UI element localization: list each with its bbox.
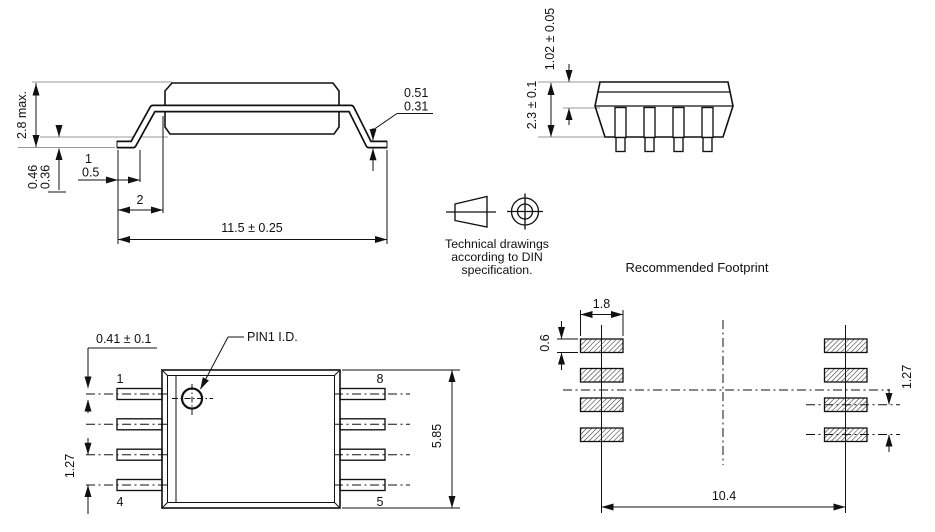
- footprint-pads: [579, 338, 868, 443]
- dim-label-standoff-min: 0.36: [39, 165, 53, 189]
- dim-label-foot-max: 1: [85, 152, 92, 166]
- dim-label-body-height: 2.3 ± 0.1: [525, 81, 539, 130]
- dim-pad-width: 1.8: [580, 297, 624, 336]
- dim-lead-width: 0.41 ± 0.1: [84, 332, 157, 413]
- top-view-pin-centerlines: [86, 393, 410, 486]
- pad-right-2: [823, 367, 868, 383]
- pin1-indicator: PIN1 I.D.: [172, 330, 298, 417]
- din-note-line3: specification.: [461, 263, 532, 277]
- dim-label-foot-min: 0.5: [82, 166, 99, 180]
- top-view: PIN1 I.D. 1 4 8 5 0.41 ± 0.1 1.27 5.85: [63, 330, 460, 514]
- pad-right-1: [823, 338, 868, 354]
- dim-standoff: 0.46 0.36: [26, 125, 66, 193]
- pin1-id-circle: [180, 387, 204, 410]
- dim-label-top-to-lead: 1.02 ± 0.05: [543, 8, 557, 71]
- dim-package-height: 2.8 max.: [15, 83, 40, 147]
- dim-pad-height: 0.6: [538, 321, 578, 370]
- dim-label-body-width: 5.85: [430, 424, 444, 448]
- dim-body-height: 2.3 ± 0.1: [525, 81, 555, 137]
- dim-label-package-height: 2.8 max.: [15, 91, 29, 139]
- dim-overall-length: 11.5 ± 0.25: [118, 221, 387, 243]
- dim-label-pad-pitch: 1.27: [900, 365, 914, 389]
- din-note: Technical drawings according to DIN spec…: [445, 237, 549, 277]
- din-note-line1: Technical drawings: [445, 237, 549, 251]
- dim-label-lead-thickness-max: 0.51: [404, 86, 428, 100]
- pin-number-5: 5: [377, 495, 384, 509]
- footprint-centerlines: [563, 320, 900, 513]
- projection-symbol: [446, 193, 543, 230]
- dim-pad-pitch: 1.27: [885, 365, 914, 452]
- footprint-title: Recommended Footprint: [625, 260, 768, 275]
- pad-left-2: [579, 367, 624, 383]
- pin-number-4: 4: [117, 495, 124, 509]
- dim-top-to-lead: 1.02 ± 0.05: [543, 8, 573, 125]
- dim-label-pad-height: 0.6: [538, 334, 552, 351]
- dim-pin-pitch: 1.27: [63, 438, 92, 514]
- cone-symbol-icon: [454, 195, 488, 228]
- side-view-body-outline: [164, 82, 340, 135]
- dim-label-shoulder: 2: [137, 193, 144, 207]
- lead-outline-inner: [117, 106, 387, 147]
- dim-label-standoff-max: 0.46: [26, 165, 40, 189]
- dim-label-pad-span: 10.4: [712, 489, 736, 503]
- dim-pad-span: 10.4: [601, 489, 846, 511]
- top-view-pins: [116, 387, 386, 492]
- pin-number-8: 8: [377, 372, 384, 386]
- pad-left-1: [579, 338, 624, 354]
- pad-left-3: [579, 397, 624, 413]
- dim-shoulder: 2: [118, 193, 163, 214]
- top-view-body-inner: [167, 375, 335, 503]
- pad-left-4: [579, 427, 624, 443]
- top-view-body-outer: [161, 369, 341, 509]
- dim-label-overall-length: 11.5 ± 0.25: [221, 221, 283, 235]
- pad-right-4: [823, 427, 868, 443]
- end-view: 1.02 ± 0.05 2.3 ± 0.1: [525, 8, 734, 153]
- pin-number-1: 1: [117, 372, 124, 386]
- lead-outline-outer: [117, 104, 387, 149]
- dim-label-lead-thickness-min: 0.31: [404, 100, 428, 114]
- dim-label-pad-width: 1.8: [593, 297, 610, 311]
- pin1-id-label: PIN1 I.D.: [247, 330, 298, 344]
- dim-body-width: 5.85: [342, 369, 460, 509]
- pad-right-3: [823, 397, 868, 413]
- side-view: 2.8 max. 0.46 0.36 1 0.5 2: [15, 81, 433, 244]
- din-note-line2: according to DIN: [451, 250, 543, 264]
- dim-label-lead-width: 0.41 ± 0.1: [96, 332, 152, 346]
- dim-foot-length: 1 0.5: [78, 152, 140, 184]
- dim-label-pin-pitch: 1.27: [63, 454, 77, 478]
- footprint-view: 1.8 0.6 1.27 10.4: [538, 297, 914, 513]
- end-view-leads: [614, 106, 714, 153]
- dim-lead-thickness: 0.51 0.31: [369, 86, 433, 171]
